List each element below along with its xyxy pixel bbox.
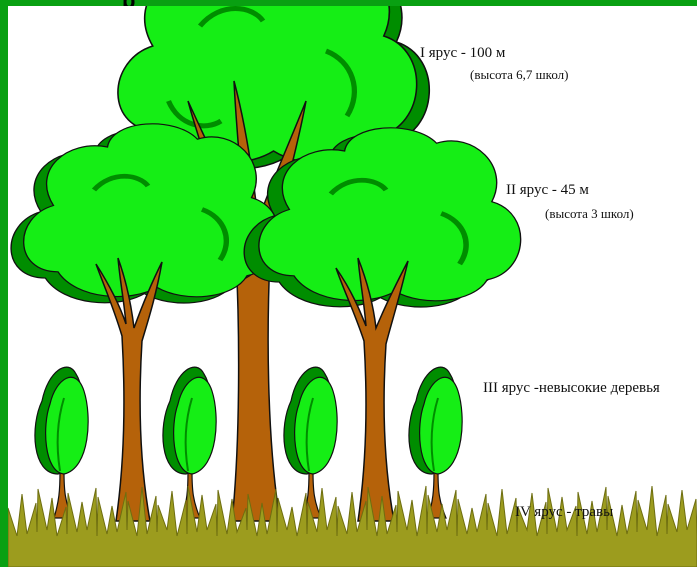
slide-canvas: I ярус - 100 м (высота 6,7 школ) II ярус… [8, 6, 697, 567]
tier4-label: IV ярус - травы [515, 505, 613, 520]
tier1-label: I ярус - 100 м [420, 46, 505, 61]
tier3-tree [35, 367, 88, 518]
tier2-note: (высота 3 школ) [545, 207, 634, 220]
tier3-label: III ярус -невысокие деревья [483, 381, 660, 396]
tier2-tree-right [244, 128, 520, 521]
tier2-label: II ярус - 45 м [506, 183, 589, 198]
tier2-left-crown [11, 124, 280, 303]
tier3-tree [409, 367, 462, 518]
tier3-tree [284, 367, 337, 518]
forest-tiers-illustration [8, 6, 697, 567]
tier1-note: (высота 6,7 школ) [470, 68, 568, 81]
tier4-grass [8, 486, 697, 567]
